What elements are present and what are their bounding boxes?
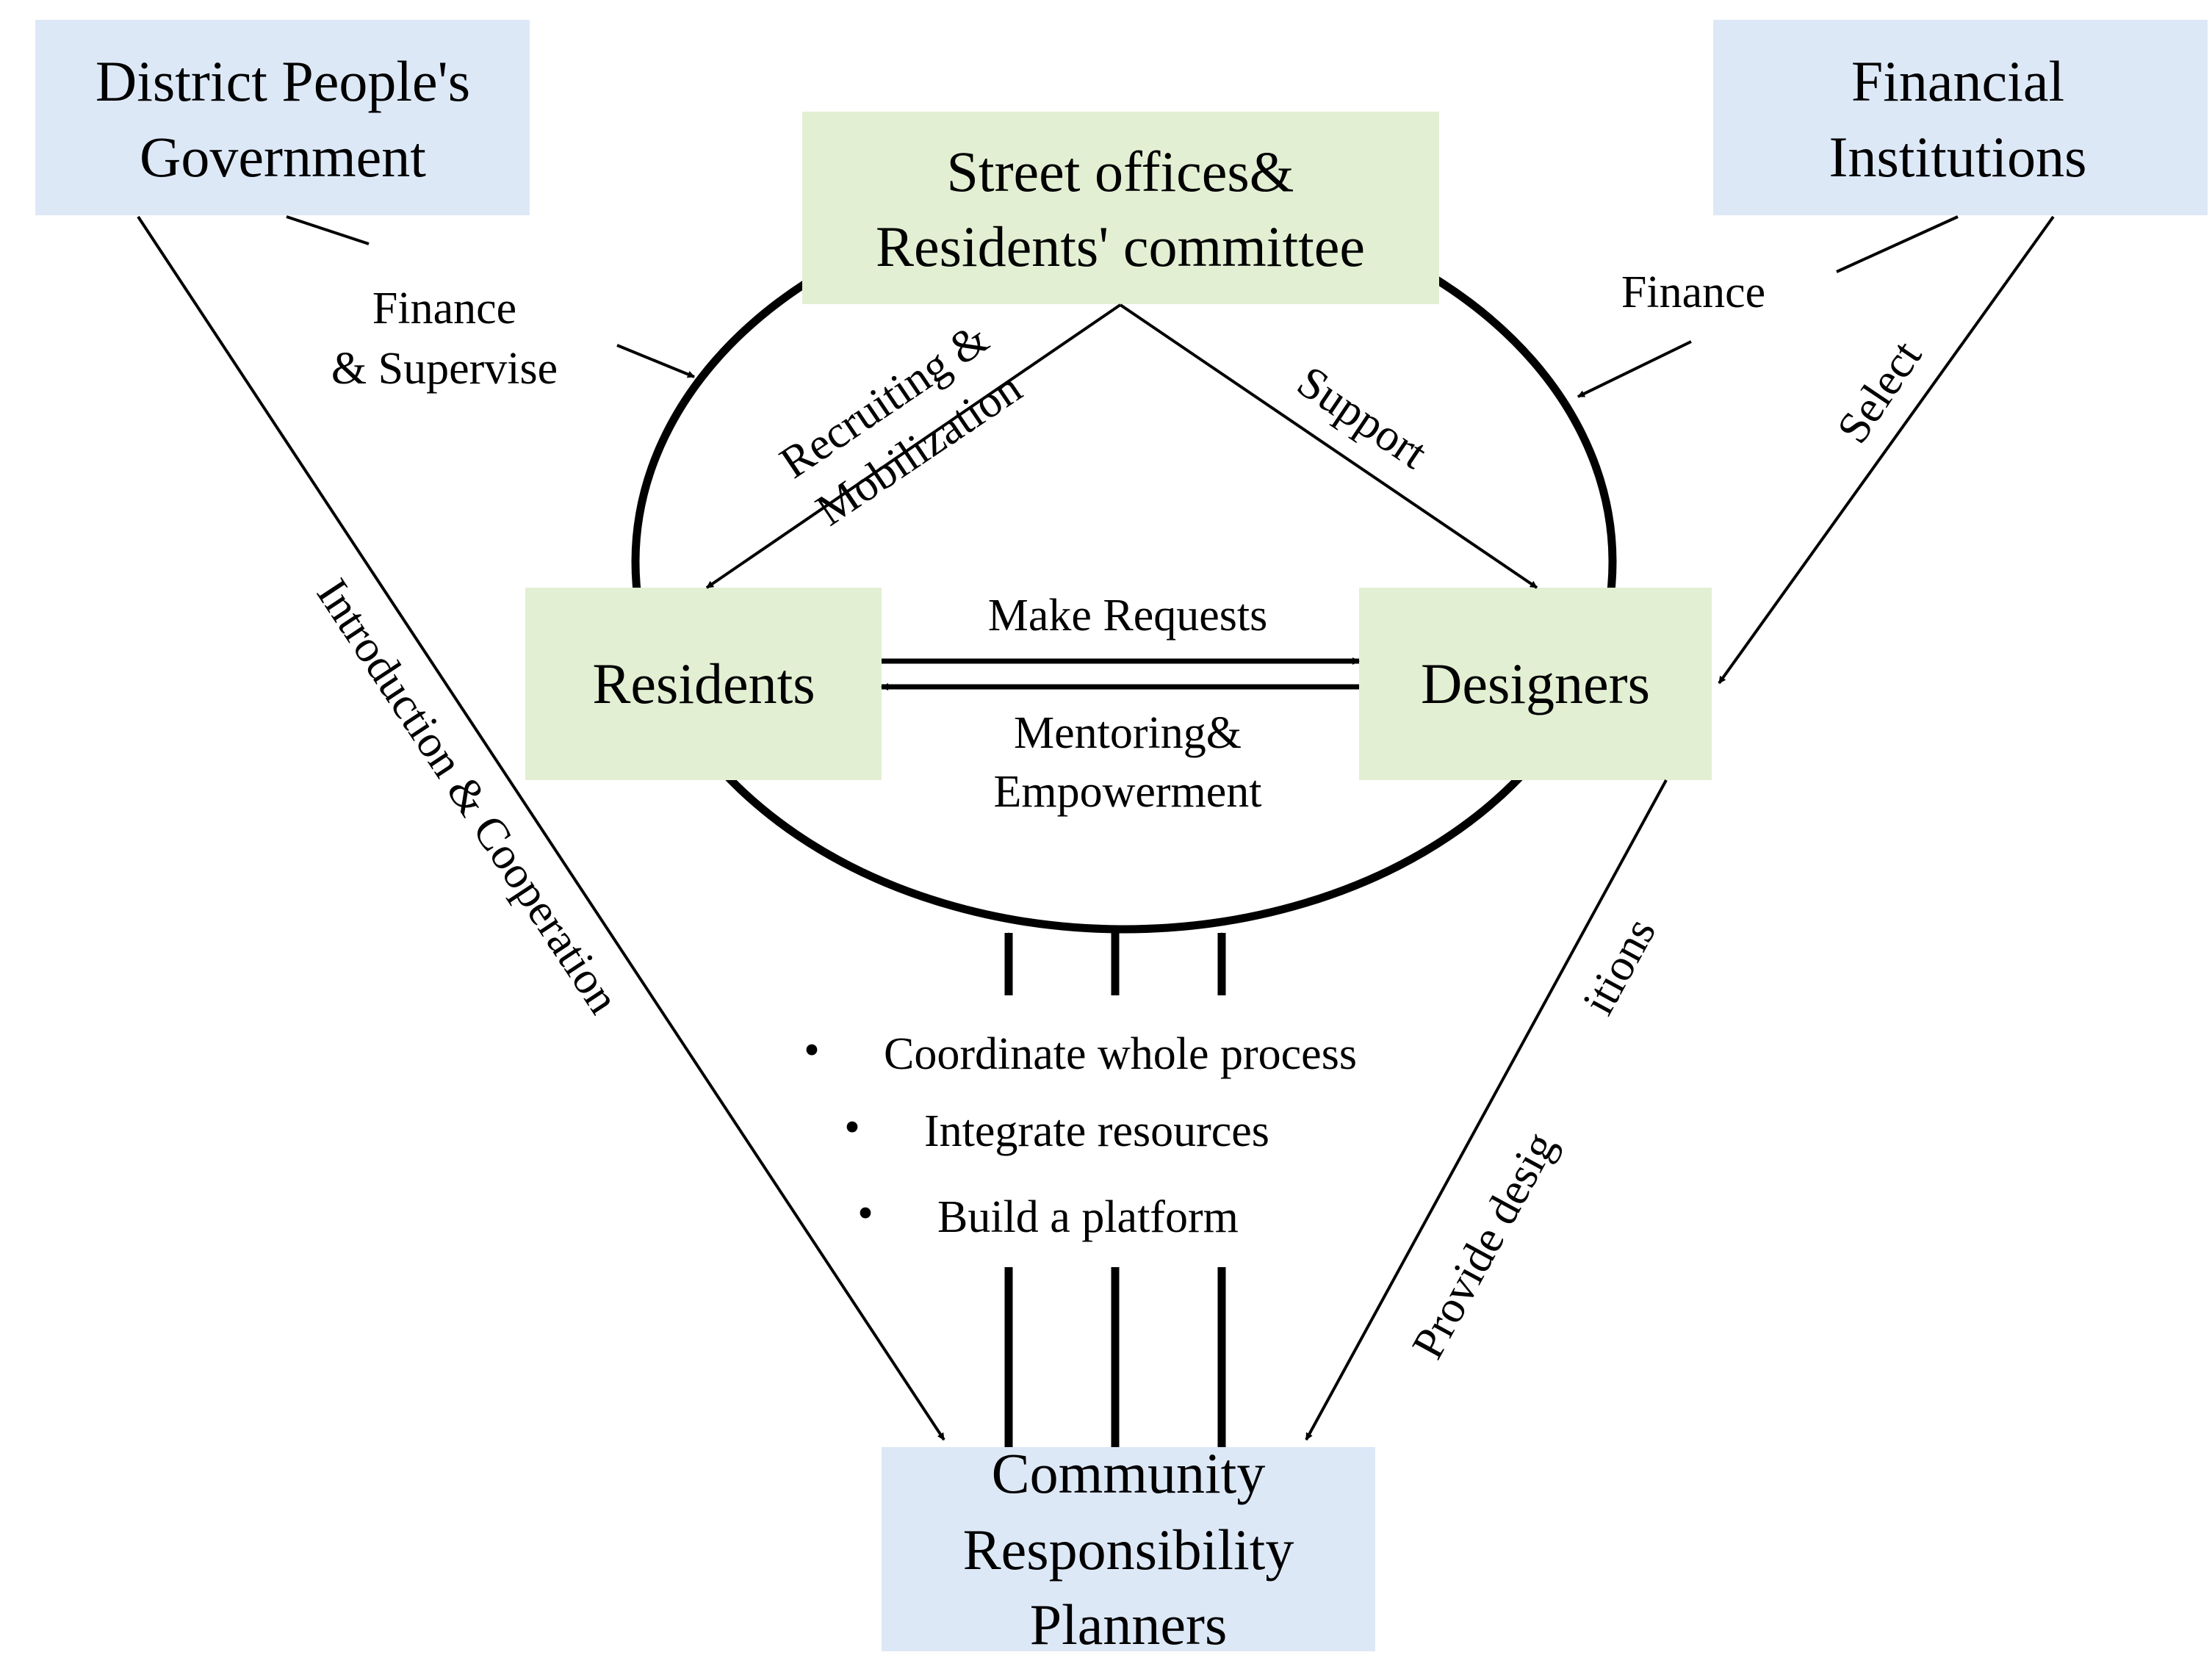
planners-box [882,1447,1375,1651]
financial-institutions-line-2: Institutions [1829,125,2086,189]
node-street-offices: Street offices& Residents' committee [802,112,1439,304]
bullet-item: • Integrate resources [844,1103,1269,1156]
label-finance-supervise-2: & Supervise [331,344,558,394]
district-government-line-2: Government [140,125,426,189]
node-financial-institutions: Financial Institutions [1713,20,2208,215]
arrow-recruiting [705,303,1122,589]
arrow-provide [1305,779,1668,1441]
bullet-text-platform: Build a platform [937,1192,1239,1242]
arrow-finance-supervise [616,344,695,378]
bullet-text-coordinate: Coordinate whole process [884,1029,1357,1079]
label-select: Select [1828,332,1931,452]
planners-line-2: Responsibility [963,1518,1294,1582]
district-government-line-1: District People's [96,49,470,113]
arrow-introduction [137,215,945,1441]
arrow-support [1119,303,1538,589]
connectors [137,215,2055,1451]
street-offices-box [802,112,1439,304]
residents-label: Residents [592,652,815,715]
bullet-marker: • [857,1189,873,1238]
connector-finance-supervise-top [286,215,370,245]
label-mentoring-2: Empowerment [993,767,1261,817]
bullet-list: • Coordinate whole process • Integrate r… [804,1025,1357,1242]
node-designers: Designers [1359,588,1712,780]
planners-line-3: Planners [1030,1593,1228,1651]
label-mentoring-1: Mentoring& [1014,708,1242,758]
node-planners: Community Responsibility Planners [882,1441,1375,1655]
arrow-finance [1577,340,1692,398]
label-finance-supervise-1: Finance [372,284,516,333]
street-offices-line-2: Residents' committee [876,214,1365,278]
district-government-box [35,20,530,215]
designers-label: Designers [1421,652,1650,715]
planners-line-1: Community [992,1441,1266,1505]
connector-finance-top [1836,215,1959,273]
label-finance: Finance [1621,267,1765,317]
label-make-requests: Make Requests [988,591,1268,641]
label-provide-left: Provide desig [1402,1124,1566,1366]
financial-institutions-box [1713,20,2208,215]
street-offices-line-1: Street offices& [947,140,1294,203]
bullet-item: • Build a platform [857,1189,1239,1242]
financial-institutions-line-1: Financial [1851,49,2064,113]
central-ellipse [631,190,1617,934]
bullet-item: • Coordinate whole process [804,1025,1357,1079]
designers-box [1359,588,1712,780]
label-support: Support [1289,356,1436,478]
arrow-select [1718,215,2055,685]
bullet-marker: • [844,1103,860,1153]
node-district-government: District People's Government [35,20,530,215]
residents-box [525,588,882,780]
node-residents: Residents [525,588,882,780]
bullet-text-integrate: Integrate resources [924,1106,1269,1156]
bullet-marker: • [804,1025,820,1075]
